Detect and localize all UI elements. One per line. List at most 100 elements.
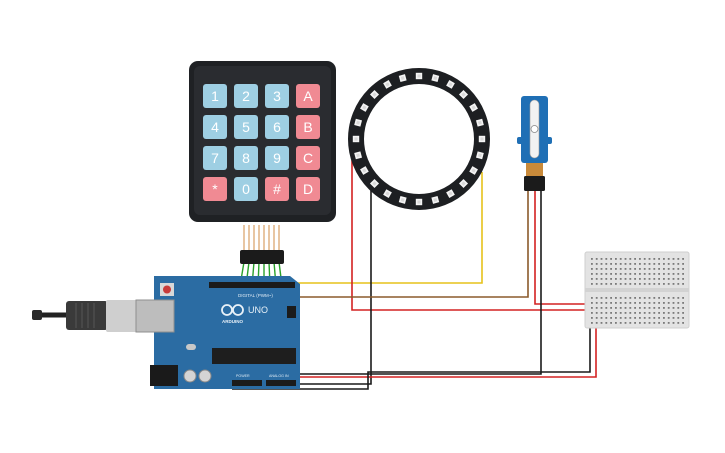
- breadboard-hole: [672, 273, 675, 275]
- breadboard-hole: [653, 317, 656, 319]
- breadboard-hole: [643, 258, 646, 260]
- breadboard-hole: [634, 302, 636, 304]
- breadboard-hole: [634, 268, 636, 270]
- breadboard-hole: [643, 297, 646, 299]
- breadboard-hole: [600, 307, 603, 309]
- breadboard-hole: [629, 258, 632, 260]
- neopixel-ring: [348, 68, 490, 210]
- breadboard-hole: [624, 312, 627, 314]
- key-A[interactable]: A: [296, 84, 320, 108]
- breadboard-hole: [591, 317, 593, 319]
- breadboard-hole: [658, 263, 660, 265]
- key-hash[interactable]: #: [265, 177, 289, 201]
- breadboard-hole: [634, 317, 636, 319]
- breadboard-hole: [672, 258, 675, 260]
- breadboard-hole: [663, 273, 665, 275]
- breadboard-hole: [595, 322, 598, 324]
- key-3[interactable]: 3: [265, 84, 289, 108]
- breadboard-hole: [672, 297, 675, 299]
- key-4[interactable]: 4: [203, 115, 227, 139]
- breadboard-hole: [682, 302, 684, 304]
- keypad-ribbon-wires: [243, 225, 280, 252]
- breadboard-hole: [643, 317, 646, 319]
- breadboard-hole: [595, 297, 598, 299]
- breadboard-hole: [634, 278, 636, 280]
- breadboard-holes: [591, 258, 684, 324]
- breadboard-hole: [677, 297, 680, 299]
- breadboard-hole: [639, 322, 641, 324]
- breadboard-hole: [643, 322, 646, 324]
- breadboard-channel: [585, 288, 689, 292]
- breadboard-hole: [639, 268, 641, 270]
- key-D[interactable]: D: [296, 177, 320, 201]
- breadboard-hole: [677, 283, 680, 285]
- servo-connector: [524, 176, 545, 191]
- reset-button: [163, 285, 171, 294]
- key-5[interactable]: 5: [234, 115, 258, 139]
- breadboard-hole: [600, 322, 603, 324]
- breadboard-hole: [653, 268, 656, 270]
- key-label: 3: [273, 88, 281, 104]
- breadboard-hole: [682, 268, 684, 270]
- breadboard-hole: [624, 297, 627, 299]
- breadboard-hole: [667, 312, 670, 314]
- key-0[interactable]: 0: [234, 177, 258, 201]
- breadboard-hole: [663, 283, 665, 285]
- breadboard-hole: [629, 307, 632, 309]
- breadboard-hole: [610, 312, 612, 314]
- key-1[interactable]: 1: [203, 84, 227, 108]
- key-label: 6: [273, 119, 281, 135]
- breadboard-hole: [619, 317, 622, 319]
- breadboard-hole: [619, 268, 622, 270]
- breadboard-hole: [639, 302, 641, 304]
- breadboard-hole: [595, 263, 598, 265]
- breadboard-hole: [610, 273, 612, 275]
- breadboard-hole: [682, 273, 684, 275]
- key-6[interactable]: 6: [265, 115, 289, 139]
- breadboard-hole: [672, 278, 675, 280]
- breadboard-hole: [605, 297, 608, 299]
- keypad-ribbon-connector: [240, 250, 284, 264]
- breadboard-hole: [663, 302, 665, 304]
- breadboard-hole: [600, 297, 603, 299]
- breadboard-hole: [600, 317, 603, 319]
- breadboard-hole: [605, 317, 608, 319]
- breadboard-hole: [667, 268, 670, 270]
- breadboard-hole: [595, 302, 598, 304]
- breadboard-hole: [643, 312, 646, 314]
- breadboard-hole: [682, 297, 684, 299]
- ring-led: [475, 151, 484, 160]
- breadboard-hole: [605, 307, 608, 309]
- key-B[interactable]: B: [296, 115, 320, 139]
- key-star[interactable]: *: [203, 177, 227, 201]
- breadboard-hole: [663, 317, 665, 319]
- breadboard-hole: [639, 312, 641, 314]
- key-C[interactable]: C: [296, 146, 320, 170]
- ring-led: [360, 103, 369, 112]
- breadboard-hole: [600, 258, 603, 260]
- breadboard-hole: [663, 322, 665, 324]
- arduino-5v-wire: [236, 316, 597, 378]
- breadboard-hole: [643, 263, 646, 265]
- breadboard-hole: [615, 317, 617, 319]
- key-8[interactable]: 8: [234, 146, 258, 170]
- breadboard-hole: [648, 263, 651, 265]
- breadboard-hole: [591, 263, 593, 265]
- key-9[interactable]: 9: [265, 146, 289, 170]
- breadboard-hole: [615, 263, 617, 265]
- breadboard-hole: [677, 258, 680, 260]
- key-7[interactable]: 7: [203, 146, 227, 170]
- breadboard-hole: [624, 283, 627, 285]
- breadboard-hole: [667, 273, 670, 275]
- breadboard-hole: [591, 258, 593, 260]
- breadboard-hole: [648, 268, 651, 270]
- key-2[interactable]: 2: [234, 84, 258, 108]
- breadboard-hole: [595, 268, 598, 270]
- breadboard-hole: [643, 268, 646, 270]
- breadboard-hole: [610, 283, 612, 285]
- breadboard-hole: [677, 263, 680, 265]
- servo-ground-wire: [240, 190, 542, 375]
- breadboard-hole: [682, 312, 684, 314]
- breadboard-hole: [672, 322, 675, 324]
- breadboard-hole: [672, 283, 675, 285]
